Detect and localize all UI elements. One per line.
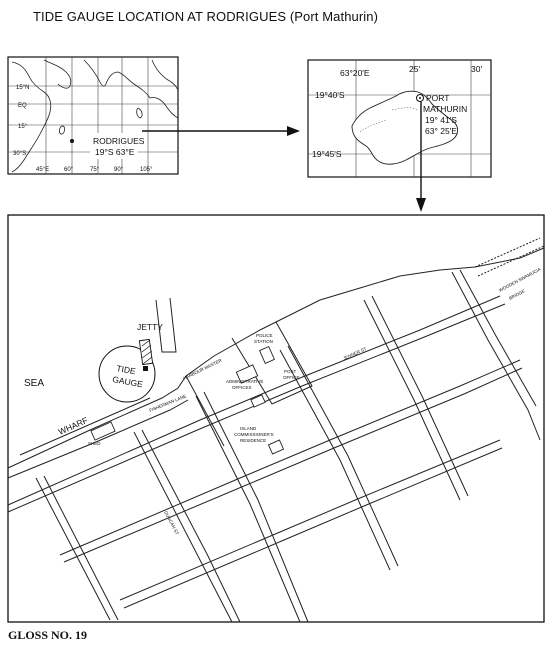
port-lat: 19° 41'S xyxy=(425,115,457,125)
island-lon-label-63-20: 63°20'E xyxy=(340,68,370,78)
tide-label-1: TIDE xyxy=(116,363,137,376)
residence-building xyxy=(267,439,285,455)
lon-label-105: 105° xyxy=(140,167,153,173)
port-lon: 63° 25'E xyxy=(425,126,457,136)
administrative-label-1: ADMINISTRATIVE xyxy=(226,379,263,384)
administrative-building xyxy=(235,364,259,384)
arrow-world-to-island xyxy=(142,126,300,136)
lat-label-eq: EQ xyxy=(18,103,27,109)
island-label-2: COMMISSIONER'S xyxy=(234,432,274,437)
lat-label-30s: 30°S xyxy=(13,151,26,157)
port-mathurin-marker xyxy=(416,94,424,102)
world-map-panel: 15°N EQ 15° 30°S 45°E 60° 75° 90° 105° R… xyxy=(7,56,179,175)
town-map-panel: SEA JETTY TIDE GAUGE WHARF FISHERMAN LAN… xyxy=(7,214,545,623)
post-label-1: POST xyxy=(284,369,297,374)
rodrigues-callout-bg xyxy=(90,133,138,159)
island-lon-label-25: 25' xyxy=(409,64,420,74)
island-lat-label-19-45: 19°45'S xyxy=(312,149,342,159)
shed-label: SHED xyxy=(88,441,101,446)
island-map-panel: 63°20'E 25' 30' 19°40'S 19°45'S PORT MAT… xyxy=(307,59,492,178)
arrow-island-to-town xyxy=(416,102,426,212)
jetty-hatch xyxy=(138,338,154,366)
town-map-frame xyxy=(7,214,545,623)
sea-label: SEA xyxy=(24,378,44,389)
island-label-1: ISLAND xyxy=(240,426,257,431)
jetty-label: JETTY xyxy=(137,322,163,332)
administrative-label-2: OFFICES xyxy=(232,385,252,390)
shed-building xyxy=(90,421,116,441)
lat-label-15n: 15°N xyxy=(16,85,29,91)
lat-label-15s: 15° xyxy=(18,124,28,130)
town-buildings xyxy=(90,345,285,455)
town-streets xyxy=(7,237,545,623)
rodrigues-callout-name: RODRIGUES xyxy=(93,136,145,146)
island-reef-detail xyxy=(359,107,419,133)
page-title: TIDE GAUGE LOCATION AT RODRIGUES (Port M… xyxy=(33,9,379,24)
tide-gauge-circle xyxy=(98,345,156,403)
admin-annex-building xyxy=(250,394,266,408)
island-lat-label-19-40: 19°40'S xyxy=(315,90,345,100)
tide-gauge-marker xyxy=(143,366,148,371)
port-name-line-1: PORT xyxy=(426,93,449,103)
police-station-building xyxy=(258,345,276,365)
lon-label-45e: 45°E xyxy=(36,167,49,173)
lon-label-75: 75° xyxy=(90,167,100,173)
island-lon-label-30: 30' xyxy=(471,64,482,74)
police-label-2: STATION xyxy=(254,339,273,344)
police-label-1: POLICE xyxy=(256,333,273,338)
rodrigues-callout-coords: 19°S 63°E xyxy=(95,147,135,157)
port-name-line-2: MATHURIN xyxy=(423,104,467,114)
world-map-coastlines xyxy=(11,59,179,173)
gloss-number-footer: GLOSS NO. 19 xyxy=(8,628,88,642)
port-mathurin-dot xyxy=(419,97,421,99)
lon-label-60: 60° xyxy=(64,167,74,173)
island-label-3: RESIDENCE xyxy=(240,438,266,443)
rodrigues-island-outline xyxy=(351,90,459,165)
rodrigues-location-marker xyxy=(70,139,74,143)
lon-label-90: 90° xyxy=(114,167,124,173)
post-label-2: OFFICE xyxy=(283,375,300,380)
